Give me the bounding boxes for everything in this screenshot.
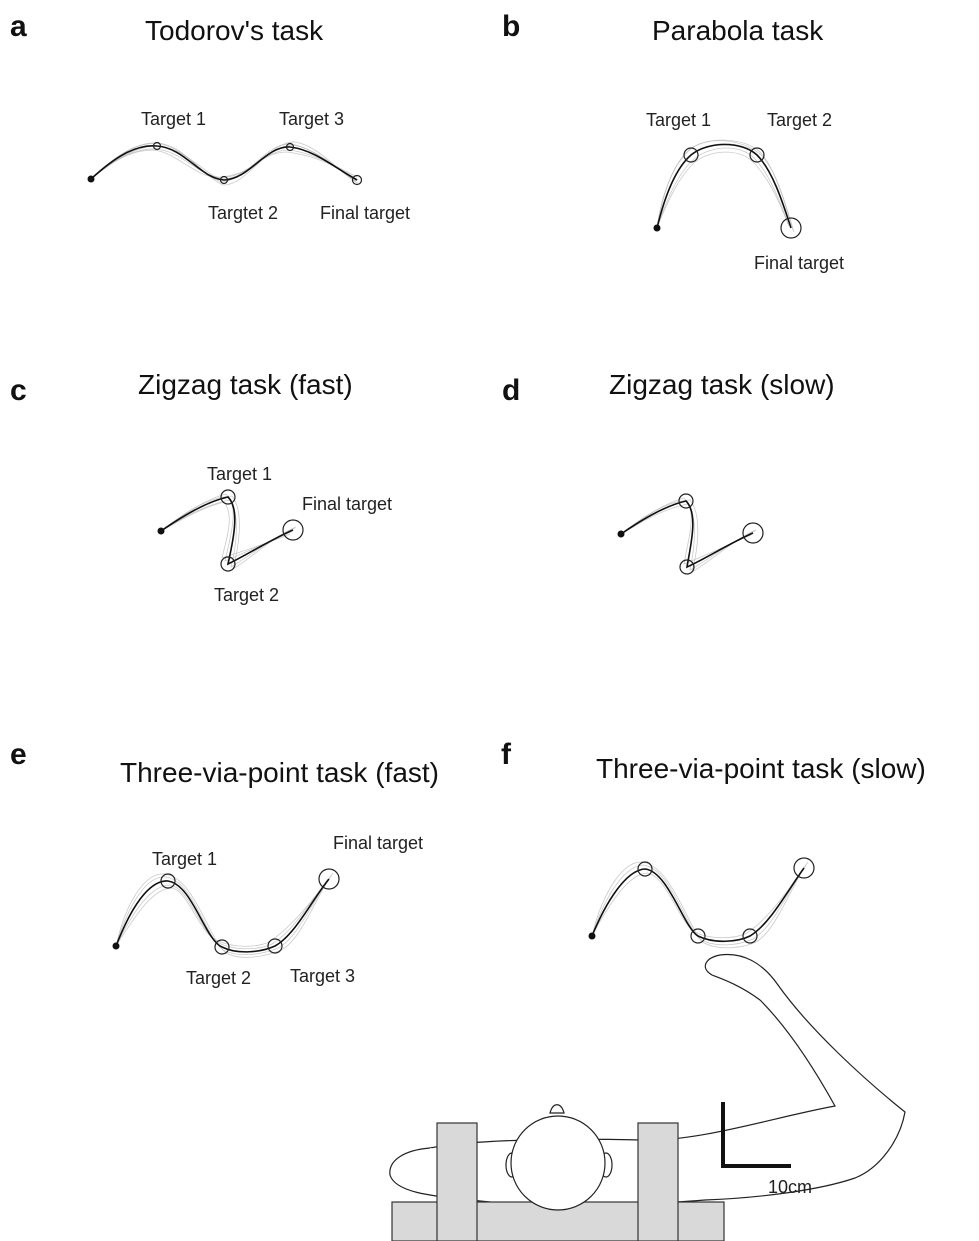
start-point-a [87, 175, 95, 183]
mean-trajectory-a [90, 145, 358, 181]
panel-letter-e: e [10, 738, 27, 771]
start-point-f [588, 932, 596, 940]
panel-letter-f: f [501, 738, 512, 771]
panel-b: b Parabola task Target 1 Target 2 Final … [502, 10, 844, 273]
shoulder-restraint-right [637, 1122, 679, 1241]
trial-trajectories-c [160, 493, 297, 570]
start-point-b [653, 224, 661, 232]
trial-trajectories-b [656, 139, 795, 233]
trial-trajectories-a [90, 141, 359, 186]
mean-trajectory-c [160, 496, 294, 566]
panel-e: e Three-via-point task (fast) Target 1 F… [10, 738, 439, 988]
panel-letter-c: c [10, 374, 27, 407]
target-1-c [220, 489, 236, 505]
target-1-a [152, 141, 162, 151]
head [510, 1115, 606, 1211]
final-target-e [318, 868, 340, 890]
target-2-a [219, 175, 229, 185]
final-target-b [780, 217, 802, 239]
panel-title-c: Zigzag task (fast) [138, 369, 353, 400]
target-1-d [678, 493, 694, 509]
label-target-2-b: Target 2 [767, 110, 832, 130]
mean-trajectory-f [591, 867, 805, 943]
panel-title-f: Three-via-point task (slow) [596, 753, 926, 784]
subject-illustration [389, 953, 906, 1241]
mean-trajectory-b [656, 143, 792, 229]
target-3-a [285, 142, 295, 152]
panel-title-e: Three-via-point task (fast) [120, 757, 439, 788]
start-point-d [617, 530, 625, 538]
start-point-c [157, 527, 165, 535]
mean-trajectory-d [620, 500, 754, 569]
target-2-b [749, 147, 765, 163]
final-target-c [282, 519, 304, 541]
panel-f: f Three-via-point task (slow) [389, 738, 926, 1241]
mean-trajectory-e [115, 878, 330, 953]
label-final-target-e: Final target [333, 833, 423, 853]
panel-title-a: Todorov's task [145, 15, 324, 46]
label-target-1-c: Target 1 [207, 464, 272, 484]
panel-letter-a: a [10, 10, 27, 43]
panel-c: c Zigzag task (fast) Target 1 Final targ… [10, 369, 392, 605]
target-2-d [679, 559, 695, 575]
label-target-1-b: Target 1 [646, 110, 711, 130]
target-3-f [742, 928, 758, 944]
label-final-target-c: Final target [302, 494, 392, 514]
nose [549, 1104, 565, 1114]
panel-a: a Todorov's task Target 1 Target 3 Targt… [10, 10, 410, 223]
target-2-c [220, 556, 236, 572]
trial-trajectories-f [591, 861, 809, 949]
target-1-e [160, 873, 176, 889]
label-final-target-b: Final target [754, 253, 844, 273]
panel-title-b: Parabola task [652, 15, 824, 46]
shoulder-restraint-left [436, 1122, 478, 1241]
final-target-d [742, 522, 764, 544]
panel-d: d Zigzag task (slow) [502, 369, 835, 575]
label-target-2-a: Targtet 2 [208, 203, 278, 223]
target-2-e [214, 939, 230, 955]
label-target-3-a: Target 3 [279, 109, 344, 129]
panel-title-d: Zigzag task (slow) [609, 369, 835, 400]
target-2-f [690, 928, 706, 944]
final-target-f [793, 857, 815, 879]
label-target-2-c: Target 2 [214, 585, 279, 605]
label-final-target-a: Final target [320, 203, 410, 223]
target-1-b [683, 147, 699, 163]
label-target-1-a: Target 1 [141, 109, 206, 129]
target-3-e [267, 938, 283, 954]
start-point-e [112, 942, 120, 950]
label-target-2-e: Target 2 [186, 968, 251, 988]
panel-letter-d: d [502, 374, 520, 407]
final-target-a [351, 174, 363, 186]
panel-letter-b: b [502, 10, 520, 43]
trial-trajectories-e [115, 872, 334, 958]
label-target-3-e: Target 3 [290, 966, 355, 986]
target-1-f [637, 861, 653, 877]
label-target-1-e: Target 1 [152, 849, 217, 869]
scale-bar-label: 10cm [768, 1177, 812, 1197]
scale-bar: 10cm [721, 1102, 812, 1197]
